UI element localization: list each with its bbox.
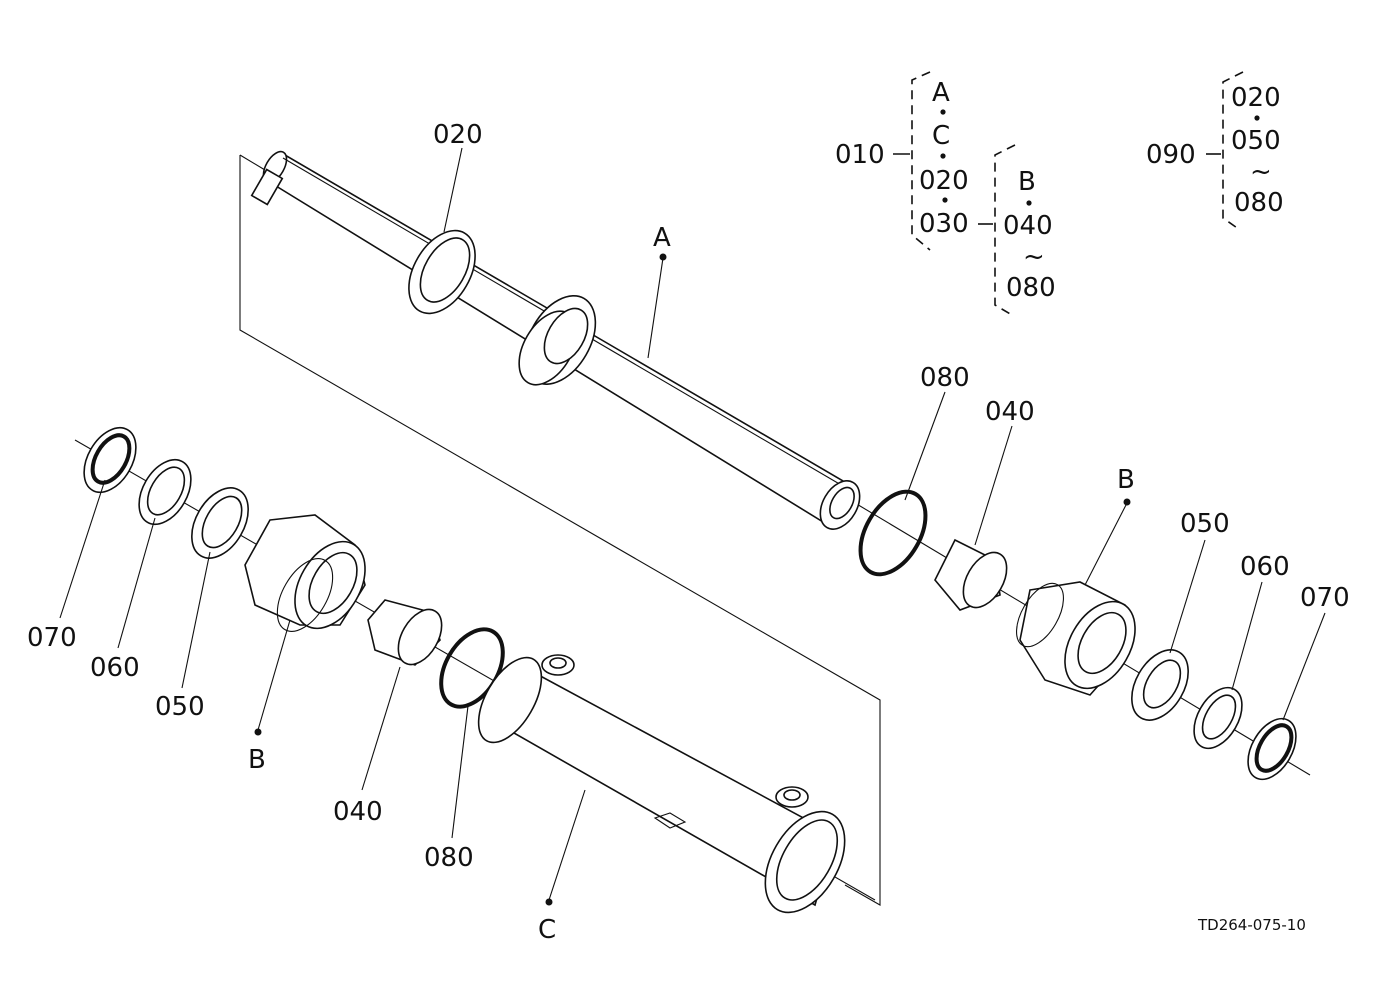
kit-030-item-3: 080 bbox=[1006, 273, 1056, 303]
label-left-bushing: 040 bbox=[333, 797, 383, 827]
kit-030-item-2: 040 bbox=[1003, 211, 1053, 241]
kit-030-item-1: B bbox=[1018, 167, 1036, 197]
rod-seal-ring bbox=[408, 229, 476, 315]
o-ring-upper bbox=[858, 489, 928, 577]
label-cylinder-tube: C bbox=[538, 915, 556, 945]
kit-090-item-3: 080 bbox=[1234, 188, 1284, 218]
label-piston-seal: 050 bbox=[1180, 509, 1230, 539]
label-left-ring: 060 bbox=[90, 653, 140, 683]
bushing-upper bbox=[934, 538, 1008, 611]
bushing-left bbox=[367, 599, 443, 666]
label-piston-wiper: 070 bbox=[1300, 583, 1350, 613]
callout-labels: 020 A 080 040 B 050 060 070 070 060 050 … bbox=[27, 120, 1350, 945]
kit-010-item-2: C bbox=[932, 121, 950, 151]
cylinder-tube bbox=[477, 654, 846, 914]
kit-090-range: ~ bbox=[1250, 157, 1272, 187]
label-gland-head: B bbox=[248, 745, 266, 775]
label-left-seal: 050 bbox=[155, 692, 205, 722]
kit-010-item-1: A bbox=[932, 78, 950, 108]
drawing-code: TD264-075-10 bbox=[1197, 916, 1306, 934]
label-piston-bushing: 040 bbox=[985, 397, 1035, 427]
kit-090-tree: 090 020 050 ~ 080 bbox=[1146, 71, 1284, 231]
gland-head-left bbox=[244, 514, 366, 632]
label-piston-oring: 080 bbox=[920, 363, 970, 393]
piston-seal-upper bbox=[1131, 649, 1189, 721]
piston-wiper-upper bbox=[1247, 717, 1297, 781]
kit-090-number: 090 bbox=[1146, 140, 1196, 170]
piston-rod bbox=[250, 150, 861, 530]
label-piston-head: B bbox=[1117, 465, 1135, 495]
assembly-frame bbox=[239, 154, 881, 906]
kit-010-item-3: 020 bbox=[919, 166, 969, 196]
kit-090-item-2: 050 bbox=[1231, 126, 1281, 156]
piston-ring-upper bbox=[1193, 686, 1243, 750]
leader-lines bbox=[59, 147, 1326, 906]
kit-010-number: 010 bbox=[835, 140, 885, 170]
kit-030-range: ~ bbox=[1023, 242, 1045, 272]
label-rod-seal-ring: 020 bbox=[433, 120, 483, 150]
seal-left bbox=[191, 487, 249, 559]
ring-left bbox=[138, 458, 192, 526]
kit-010-tree: 010 A C 020 030 B 040 ~ 080 bbox=[835, 71, 1056, 316]
kit-090-item-1: 020 bbox=[1231, 83, 1281, 113]
label-left-wiper: 070 bbox=[27, 623, 77, 653]
label-piston-ring: 060 bbox=[1240, 552, 1290, 582]
piston-head-upper bbox=[1016, 581, 1136, 696]
label-left-oring: 080 bbox=[424, 843, 474, 873]
wiper-left bbox=[83, 426, 137, 494]
label-rod: A bbox=[653, 223, 671, 253]
kit-010-item-4: 030 bbox=[919, 209, 969, 239]
